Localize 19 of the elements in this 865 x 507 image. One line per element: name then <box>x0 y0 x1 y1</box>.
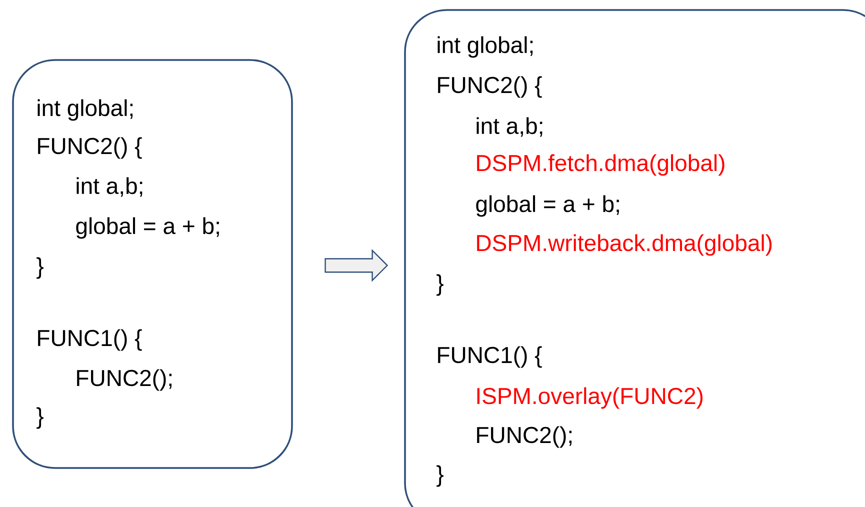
code-line: DSPM.fetch.dma(global) <box>477 154 724 176</box>
code-line: int global; <box>38 99 133 121</box>
code-line: int global; <box>438 36 533 58</box>
code-line: global = a + b; <box>76 217 219 239</box>
code-line: } <box>36 407 44 429</box>
code-line: global = a + b; <box>476 195 619 217</box>
code-line: DSPM.writeback.dma(global) <box>477 234 772 256</box>
code-line: FUNC1() { <box>38 329 142 351</box>
code-line: FUNC2(); <box>477 426 572 448</box>
code-line: int a,b; <box>476 117 542 137</box>
code-line: FUNC2() { <box>38 137 142 159</box>
code-line: FUNC2(); <box>77 369 172 391</box>
code-line: } <box>436 465 444 487</box>
code-line: ISPM.overlay(FUNC2) <box>477 387 703 409</box>
code-line: int a,b; <box>76 177 142 197</box>
code-line: } <box>36 257 44 279</box>
code-line: FUNC1() { <box>438 346 542 368</box>
code-line: } <box>436 274 444 296</box>
code-line: FUNC2() { <box>438 76 542 98</box>
